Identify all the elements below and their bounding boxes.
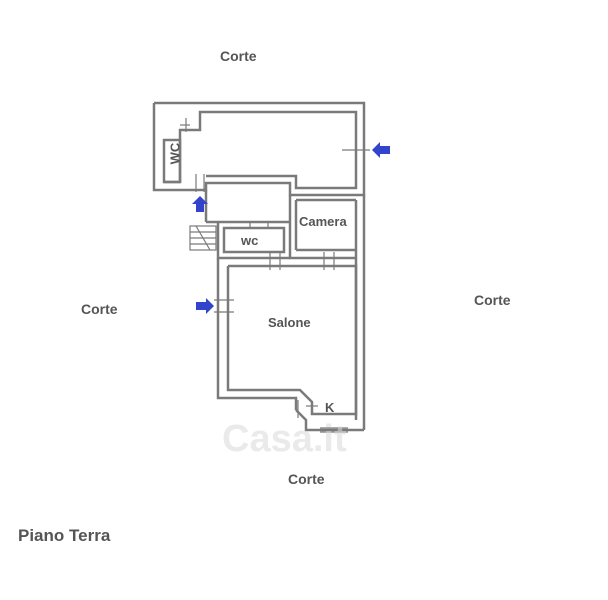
arrow-left-icon — [372, 142, 390, 158]
salone-inner — [226, 264, 358, 416]
corte-top-label: Corte — [220, 48, 257, 64]
camera-label: Camera — [299, 214, 347, 229]
wc-upper-label: WC — [167, 142, 183, 165]
watermark: Casa.it — [222, 418, 347, 460]
arrows — [192, 142, 390, 314]
arrow-up-icon — [192, 196, 208, 212]
door-marks — [180, 118, 370, 433]
salone-label: Salone — [268, 315, 311, 330]
corte-left-label: Corte — [81, 301, 118, 317]
kitchen-label: K — [325, 400, 335, 415]
bottom-wall — [295, 409, 364, 432]
walls — [152, 101, 366, 432]
corte-bottom-label: Corte — [288, 471, 325, 487]
inner-wall-upper — [178, 110, 358, 190]
corte-right-label: Corte — [474, 292, 511, 308]
wc-lower-inner — [222, 226, 286, 254]
outer-wall — [152, 101, 366, 197]
stairs — [189, 225, 217, 251]
floor-title: Piano Terra — [18, 526, 111, 545]
salone-outer — [216, 258, 298, 410]
arrow-right-icon — [196, 298, 214, 314]
wc-lower-label: wc — [241, 233, 259, 248]
